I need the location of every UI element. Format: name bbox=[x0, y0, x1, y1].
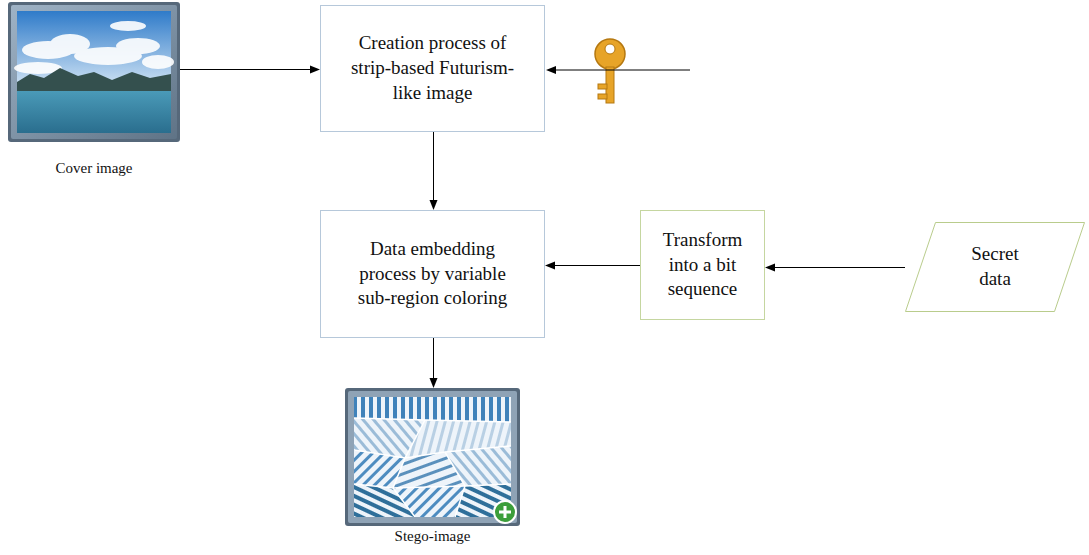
text-holder: Secret data bbox=[959, 242, 1031, 291]
node-text: Creation process of strip-based Futurism… bbox=[348, 31, 517, 105]
water bbox=[17, 91, 171, 133]
connector-line bbox=[433, 132, 434, 200]
connector-line bbox=[180, 69, 310, 70]
process-box: Creation process of strip-based Futurism… bbox=[320, 5, 545, 132]
text-holder: Creation process of strip-based Futurism… bbox=[348, 31, 517, 105]
connector-line bbox=[555, 265, 640, 266]
process-box: Transform into a bit sequence bbox=[640, 210, 765, 320]
parallelogram-outline bbox=[905, 222, 1085, 312]
key-icon bbox=[595, 39, 625, 103]
text-holder: Stego-image bbox=[395, 528, 471, 545]
image-frame bbox=[345, 388, 520, 526]
flow-arrow bbox=[545, 262, 640, 270]
image-frame bbox=[8, 2, 180, 142]
arrowhead bbox=[430, 378, 438, 388]
text-holder: Cover image bbox=[55, 160, 132, 177]
add-badge bbox=[494, 501, 516, 523]
arrowhead bbox=[765, 264, 775, 272]
connector-line bbox=[775, 267, 905, 268]
flow-arrow bbox=[430, 338, 438, 388]
image-node: Stego-image bbox=[345, 388, 520, 545]
flow-arrow bbox=[430, 132, 438, 210]
data-parallelogram: Secret data bbox=[905, 222, 1085, 312]
arrowhead bbox=[546, 66, 556, 74]
node-text: Data embedding process by variable sub-r… bbox=[348, 237, 517, 311]
arrowhead bbox=[545, 262, 555, 270]
arrowhead bbox=[310, 66, 320, 74]
process-box: Data embedding process by variable sub-r… bbox=[320, 210, 545, 338]
connector-line bbox=[433, 338, 434, 378]
stego-illustration bbox=[345, 388, 520, 526]
strip-pattern bbox=[354, 397, 511, 517]
parallelogram-shape bbox=[906, 223, 1085, 312]
cover-illustration bbox=[8, 2, 180, 142]
flow-arrow bbox=[765, 264, 905, 272]
node-text: Transform into a bit sequence bbox=[648, 228, 757, 302]
arrowhead bbox=[430, 200, 438, 210]
node-text: Secret data bbox=[959, 242, 1031, 291]
clouds bbox=[14, 21, 174, 74]
image-node: Cover image bbox=[8, 2, 180, 177]
text-holder: Transform into a bit sequence bbox=[648, 228, 757, 302]
key-arrow-line bbox=[688, 70, 690, 71]
image-caption: Stego-image bbox=[395, 528, 471, 545]
text-holder: Data embedding process by variable sub-r… bbox=[348, 237, 517, 311]
mountains bbox=[17, 68, 171, 94]
image-frame bbox=[348, 391, 517, 523]
key-arrow-line bbox=[556, 70, 688, 71]
image-caption: Cover image bbox=[55, 160, 132, 177]
flow-arrow bbox=[180, 66, 320, 74]
key-arrow bbox=[540, 60, 692, 80]
image-frame bbox=[11, 5, 177, 139]
